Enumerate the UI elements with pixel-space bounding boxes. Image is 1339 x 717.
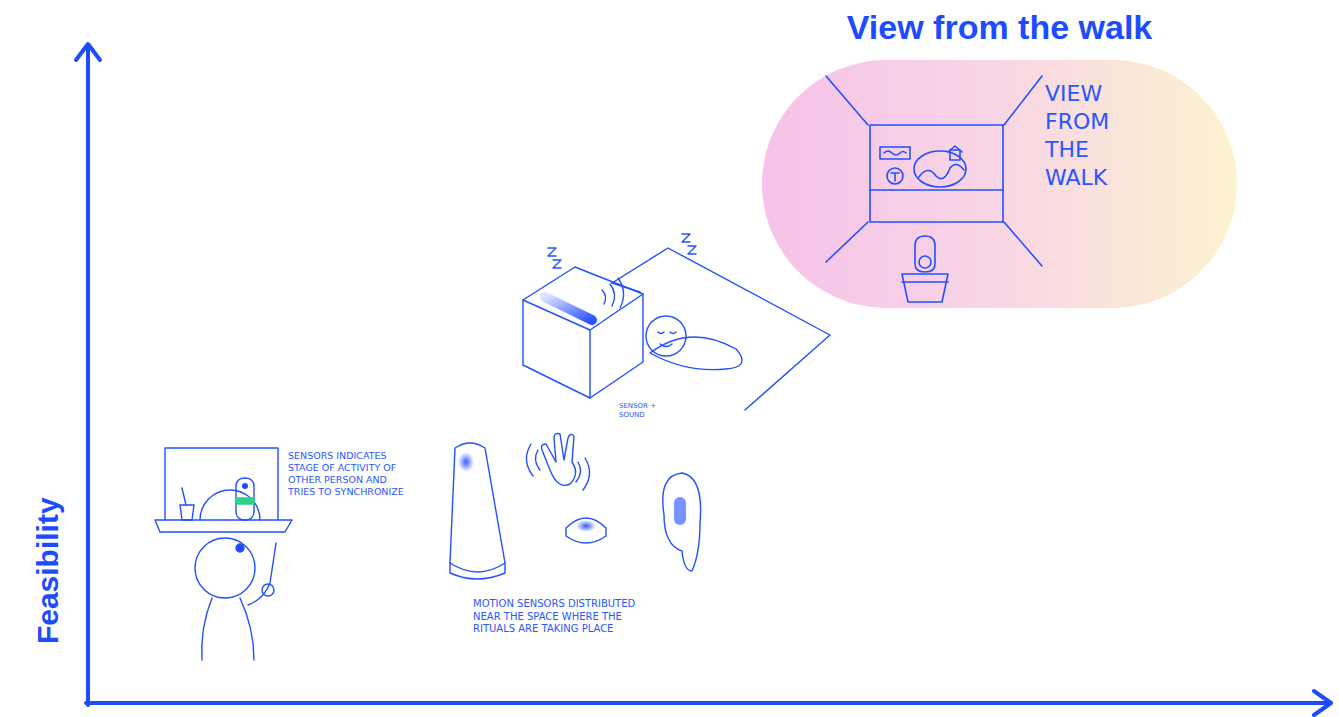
sketch-note: MOTION SENSORS DISTRIBUTED NEAR THE SPAC… xyxy=(473,598,653,636)
sleep-sketch xyxy=(523,234,830,410)
node-heading: View from the walk xyxy=(762,8,1237,47)
sketch-note: SENSORS INDICATES STAGE OF ACTIVITY OF O… xyxy=(288,450,406,498)
axes xyxy=(76,44,1331,715)
bathroom-sketch xyxy=(155,448,292,660)
node-note: VIEW FROM THE WALK xyxy=(1045,80,1135,192)
sketch-note: SENSOR + SOUND xyxy=(619,402,669,420)
axis-label: Feasibility xyxy=(29,481,67,661)
view-pill: View from the walkVIEW FROM THE WALK xyxy=(762,60,1237,308)
motion-sensor-sketch xyxy=(450,434,701,580)
